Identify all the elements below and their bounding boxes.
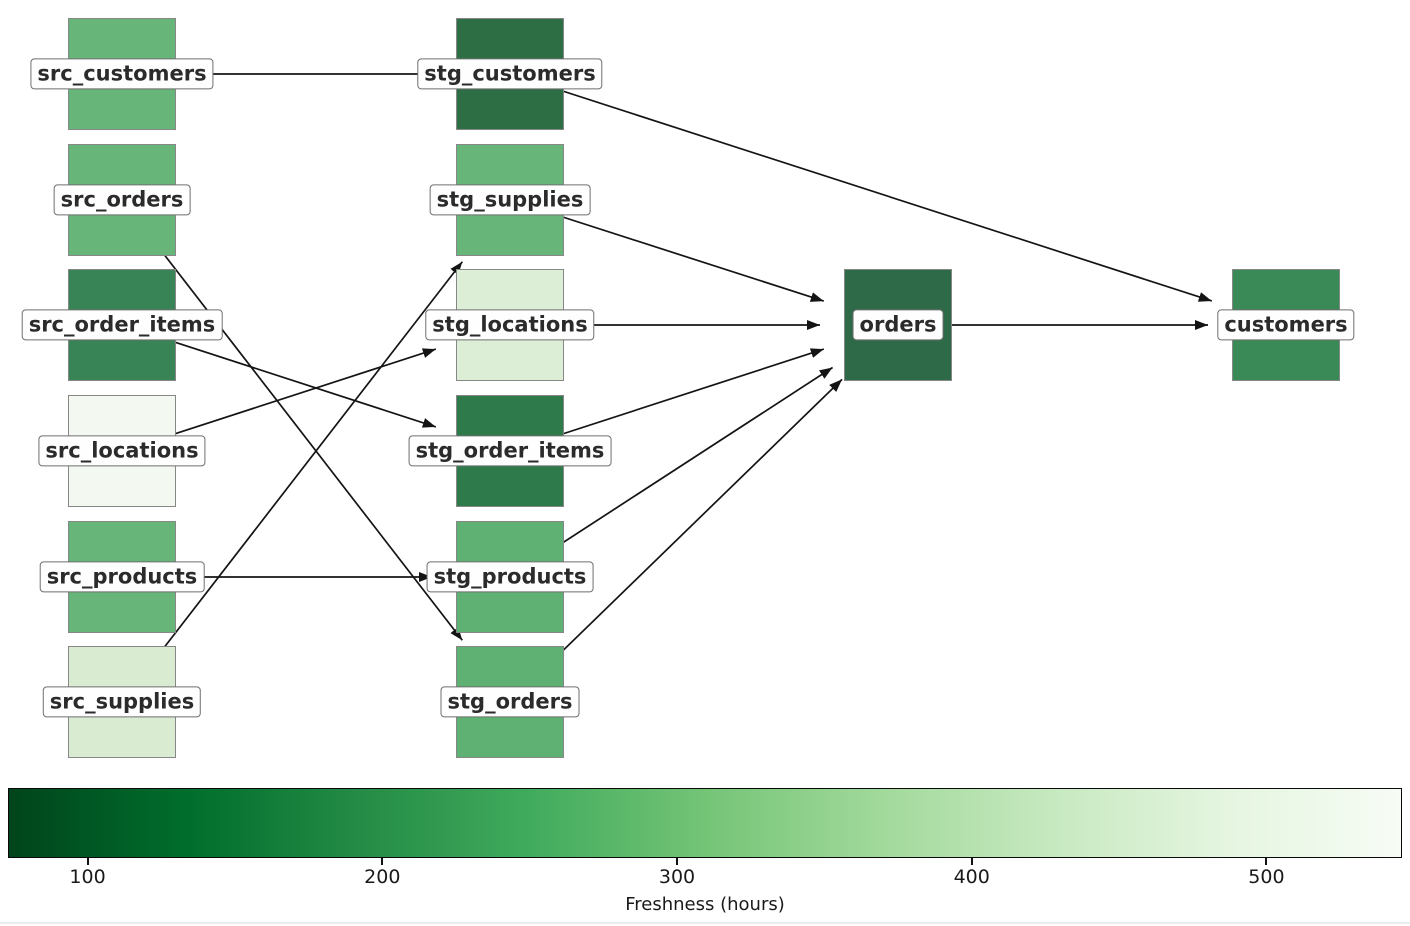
node-label-customers: customers — [1217, 309, 1355, 341]
figure-bottom-edge — [0, 922, 1410, 924]
edge-stg_customers-to-customers — [509, 73, 1213, 302]
node-label-stg_order_items: stg_order_items — [408, 435, 612, 467]
node-label-stg_supplies: stg_supplies — [429, 184, 591, 216]
node-label-stg_orders: stg_orders — [440, 686, 580, 718]
node-label-src_order_items: src_order_items — [21, 309, 223, 341]
edge-src_orders-to-stg_orders — [121, 199, 463, 641]
node-label-src_supplies: src_supplies — [42, 686, 202, 718]
node-label-src_orders: src_orders — [53, 184, 191, 216]
node-label-stg_products: stg_products — [426, 561, 594, 593]
node-label-orders: orders — [852, 309, 944, 341]
node-label-src_products: src_products — [39, 561, 205, 593]
edge-stg_orders-to-orders — [509, 378, 843, 703]
edge-src_supplies-to-stg_supplies — [121, 261, 463, 703]
node-label-src_customers: src_customers — [30, 58, 214, 90]
node-label-stg_locations: stg_locations — [425, 309, 595, 341]
node-label-stg_customers: stg_customers — [417, 58, 603, 90]
node-label-src_locations: src_locations — [38, 435, 206, 467]
